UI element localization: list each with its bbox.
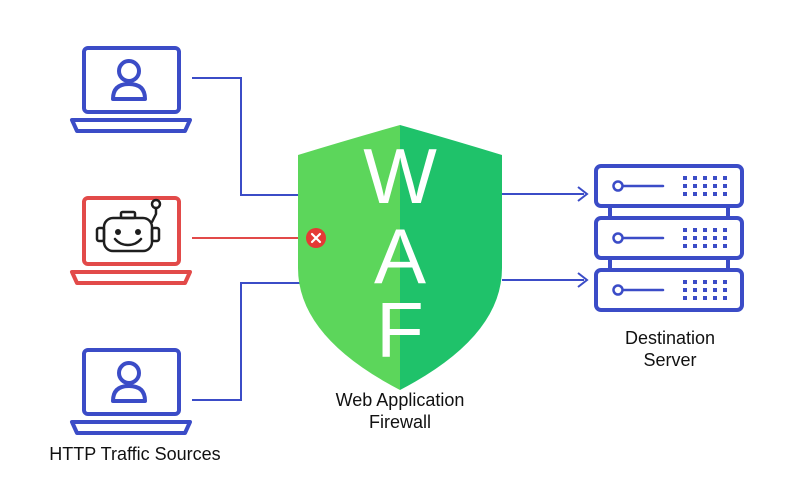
vent-dot	[683, 280, 687, 284]
vent-dot	[713, 176, 717, 180]
vent-dot	[703, 236, 707, 240]
waf-caption-line1: Web Application	[335, 390, 465, 410]
vent-dot	[723, 296, 727, 300]
vent-dot	[693, 288, 697, 292]
waf-letter-f: F	[376, 286, 424, 374]
waf-letter-a: A	[374, 212, 426, 300]
vent-dot	[713, 280, 717, 284]
web-application-firewall-label: Web Application Firewall	[300, 389, 500, 433]
vent-dot	[723, 184, 727, 188]
vent-dot	[723, 176, 727, 180]
vent-dot	[723, 280, 727, 284]
vent-dot	[703, 228, 707, 232]
vent-dot	[713, 228, 717, 232]
server-rack-icon	[594, 164, 744, 312]
vent-dot	[703, 280, 707, 284]
connector-user-top	[192, 77, 340, 196]
vent-dot	[723, 244, 727, 248]
vent-dot	[713, 288, 717, 292]
vent-dot	[713, 184, 717, 188]
vent-dot	[703, 176, 707, 180]
vent-dot	[723, 288, 727, 292]
connector-lines	[192, 77, 589, 401]
vent-dot	[703, 288, 707, 292]
arrow-head-top	[577, 186, 589, 202]
robot-eyes	[115, 229, 141, 235]
vent-dot	[683, 244, 687, 248]
vent-dot	[683, 228, 687, 232]
shield-left-half	[298, 125, 400, 390]
vent-dot	[713, 236, 717, 240]
vent-dot	[693, 236, 697, 240]
vent-dot	[703, 184, 707, 188]
vent-dot	[693, 280, 697, 284]
vent-dot	[713, 192, 717, 196]
server-vent-dots	[683, 176, 727, 300]
vent-dot	[713, 244, 717, 248]
blocked-x-icon	[306, 228, 326, 248]
vent-dot	[683, 236, 687, 240]
waf-letter-w: W	[363, 132, 437, 220]
vent-dot	[723, 192, 727, 196]
vent-dot	[693, 192, 697, 196]
destination-server-label: Destination Server	[580, 327, 760, 371]
vent-dot	[713, 296, 717, 300]
vent-dot	[693, 184, 697, 188]
vent-dot	[703, 296, 707, 300]
user-laptop-icon	[70, 46, 192, 133]
shield-right-half	[400, 125, 502, 390]
vent-dot	[683, 176, 687, 180]
connector-user-bottom	[192, 282, 340, 401]
robot-face-icon	[95, 198, 162, 253]
vent-dot	[693, 296, 697, 300]
arrow-head-bottom	[577, 272, 589, 288]
vent-dot	[693, 228, 697, 232]
server-caption-line2: Server	[643, 350, 697, 370]
vent-dot	[683, 296, 687, 300]
vent-dot	[703, 192, 707, 196]
user-laptop-icon	[70, 348, 192, 435]
vent-dot	[693, 176, 697, 180]
http-traffic-sources-label: HTTP Traffic Sources	[49, 444, 221, 464]
waf-caption-line2: Firewall	[368, 412, 431, 432]
vent-dot	[683, 288, 687, 292]
vent-dot	[683, 192, 687, 196]
vent-dot	[723, 236, 727, 240]
bot-laptop-icon	[70, 196, 192, 285]
vent-dot	[683, 184, 687, 188]
server-caption-line1: Destination	[624, 328, 716, 348]
vent-dot	[703, 244, 707, 248]
vent-dot	[723, 228, 727, 232]
vent-dot	[693, 244, 697, 248]
waf-shield: W A F	[298, 125, 502, 390]
